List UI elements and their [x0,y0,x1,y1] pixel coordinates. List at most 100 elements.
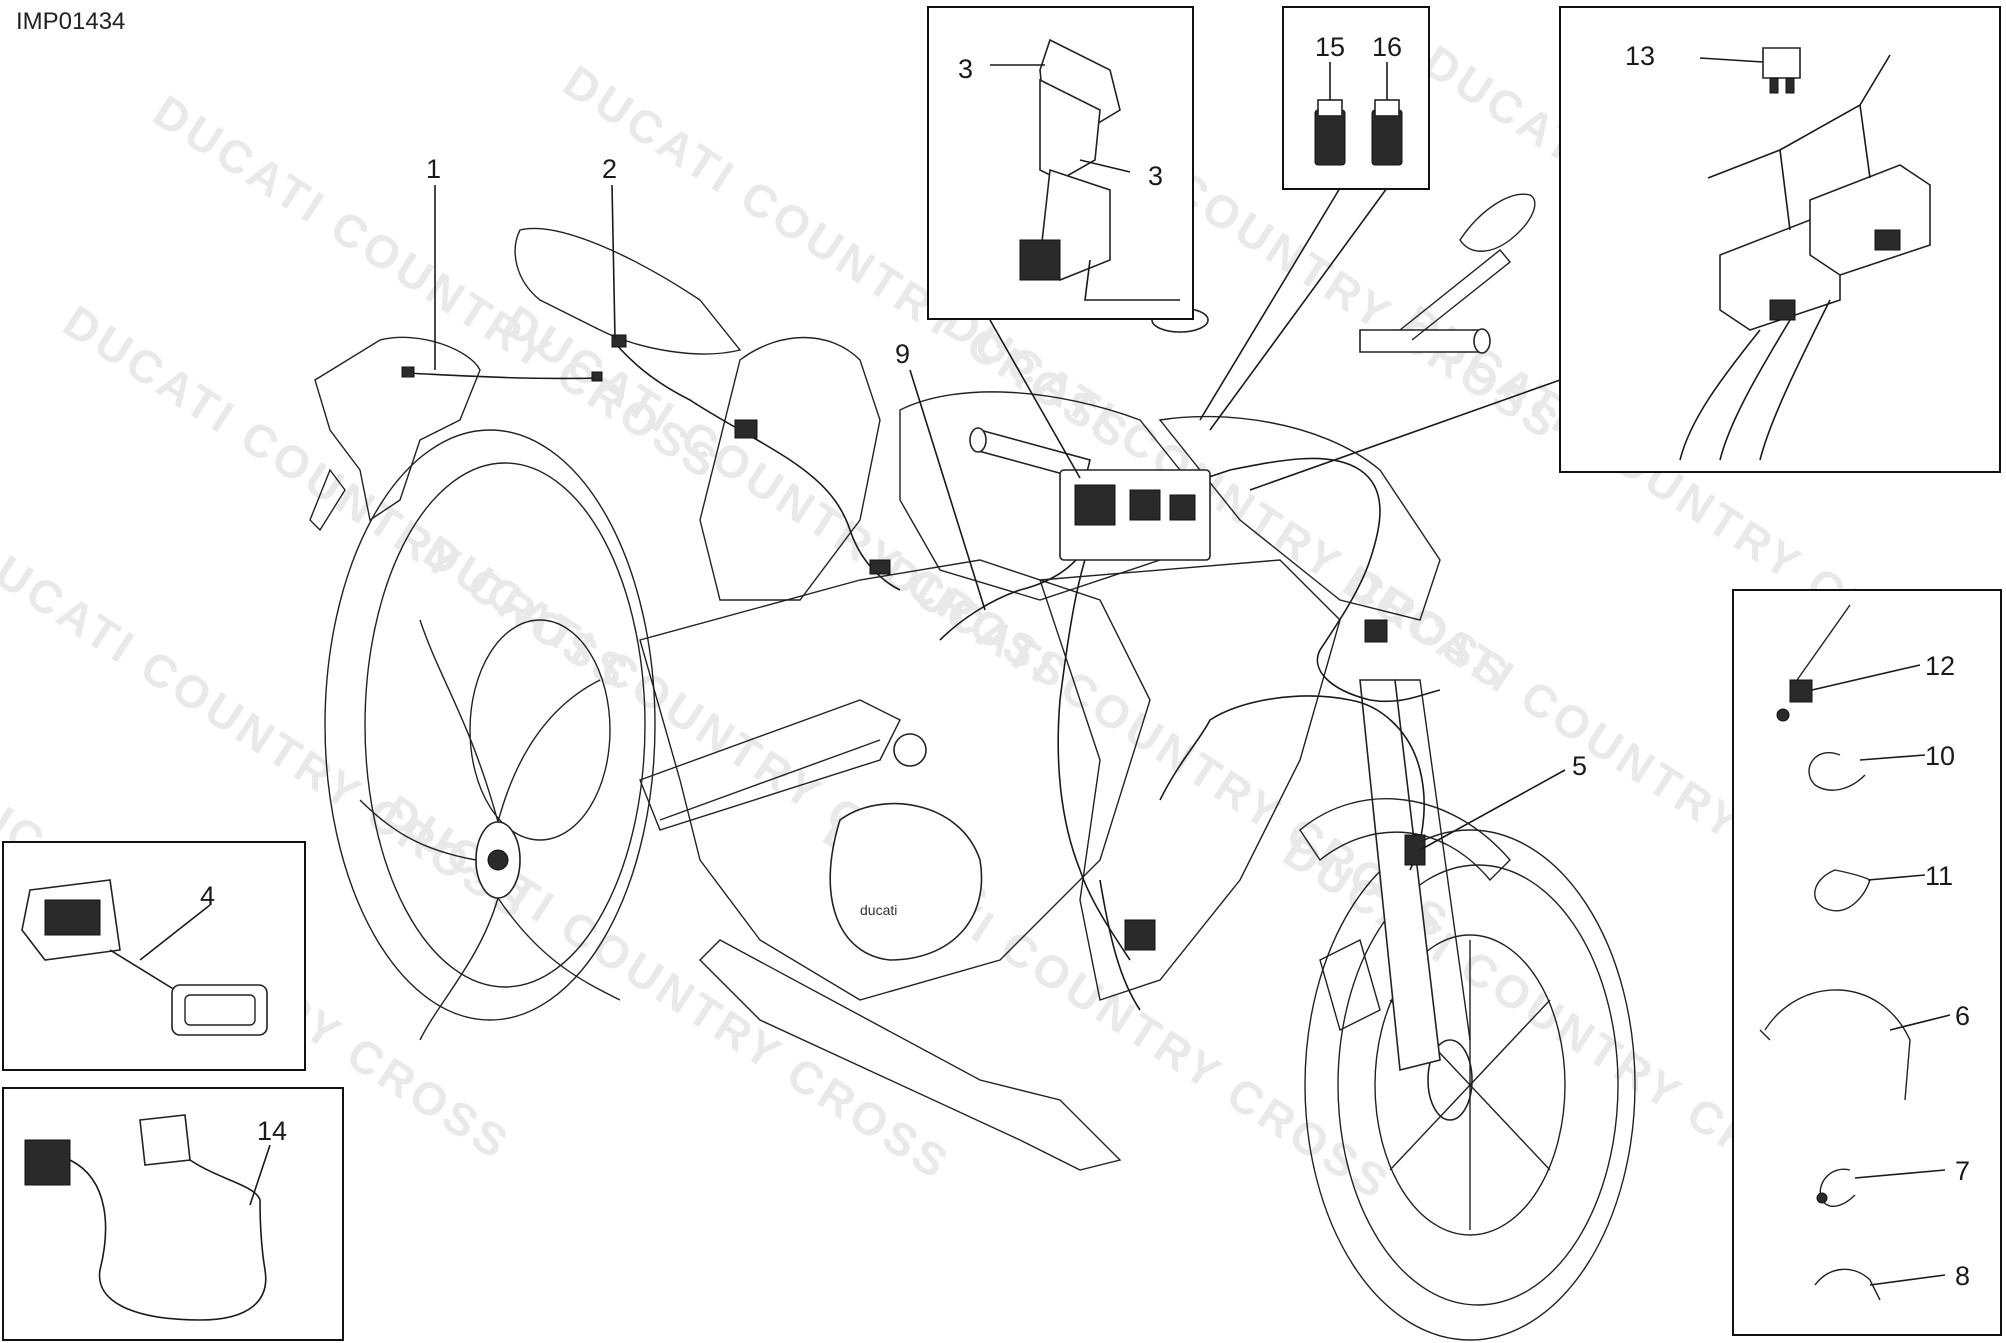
leader-11 [1867,874,1926,881]
cable-tie-12 [1789,604,1851,691]
frame-trellis [639,559,1151,1001]
fuse-box-left-connector [1769,299,1796,321]
inset-relays: 3 3 [927,6,1194,320]
callout-12: 12 [1925,651,1955,681]
fuse-box-right-connector [1874,229,1901,251]
leader-12 [1811,664,1921,691]
main-callouts: 1 2 9 5 [426,154,1587,851]
inset-part-4: 4 [2,841,306,1071]
relay-socket-connector [1019,239,1061,281]
front-fender [1299,798,1511,882]
leader-inset-relays [989,319,1081,479]
part-4-pad-inner [184,994,256,1026]
chain-guard [659,739,881,821]
strap-6 [1764,989,1911,1101]
relay-wire [1084,259,1180,301]
leader-inset-fuses-2 [1209,187,1388,431]
harness-2 [611,339,901,591]
callout-13: 13 [1625,41,1655,71]
left-grip-end [969,427,987,453]
callout-3b: 3 [1148,161,1163,191]
inset-part-14: 14 [2,1087,344,1341]
inset-leaders [989,187,1561,491]
clip-7-pin [1816,1192,1828,1204]
harness-2-connector-top [611,334,627,348]
leader-4 [139,904,211,961]
right-brake-lever [1399,249,1511,341]
inset-fuses-frame [1282,6,1430,190]
wiring-harness [401,334,1441,1011]
fuse-16-cap [1374,99,1400,117]
side-fairing [1039,559,1341,1001]
cable-tie-12-head [1789,679,1813,703]
harness-2-connector-mid [734,419,758,439]
callout-2: 2 [602,154,617,184]
part-14-cable [69,1159,267,1321]
harness-5-low [1099,879,1141,1011]
belly-pan [699,939,1122,1171]
cable-tie-12-pin [1776,708,1790,722]
front-fork-right [1395,679,1471,1041]
right-mirror [1459,193,1536,252]
front-tyre-outer [1304,829,1636,1341]
rear-disc [469,619,611,841]
leader-7 [1854,1169,1946,1179]
tail-cowl [699,336,881,601]
harness-5 [1159,695,1425,871]
callout-14: 14 [257,1116,287,1146]
front-disc [1374,934,1566,1236]
inset-fuses: 15 16 [1282,6,1430,190]
part-14-connector-right [139,1114,191,1166]
harness-2-connector-low [869,559,891,575]
swingarm [639,699,901,831]
inset-fuse-box: 13 [1559,6,2001,473]
strap-8 [1814,1268,1881,1301]
fuse-box-wires [1679,299,1831,461]
harness-1-connector-end [591,371,603,382]
front-brake-caliper [1319,938,1381,1032]
central-relay [1074,484,1116,526]
engine-case [829,802,983,961]
strap-6-hook [1759,1029,1771,1041]
callout-5: 5 [1572,751,1587,781]
leader-2 [611,184,616,339]
engine-logo: ducati [860,902,897,918]
callout-4: 4 [200,881,215,911]
relay-lower [1039,78,1101,181]
clip-10 [1808,752,1866,791]
fuse-box-leader-lines [1707,54,1891,231]
harness-front-right-connector [1364,619,1388,643]
callout-16: 16 [1372,32,1402,62]
central-relay-2 [1129,489,1161,521]
spare-fuse-13-tab2 [1785,77,1795,94]
leader-6 [1889,1014,1951,1031]
image-code: IMP01434 [16,8,126,35]
rear-tyre-inner [364,462,646,988]
part-4-pad [171,984,268,1036]
inset-clips: 12 10 11 6 7 8 [1732,589,2002,1336]
leader-5 [1419,769,1566,851]
harness-1-connector [401,366,415,378]
motorcycle-drawing: ducati [309,193,1636,1341]
leader-3b [1079,159,1131,173]
callout-7: 7 [1955,1156,1970,1186]
plate-bracket [309,468,346,532]
leader-10 [1859,754,1926,761]
callout-1: 1 [426,154,441,184]
rear-wheel-spokes [359,619,621,1041]
front-fork [1359,679,1441,1072]
clip-11 [1814,869,1871,912]
fuse-15-cap [1317,99,1343,117]
fuse-16 [1371,109,1403,166]
plate-holder [314,336,481,522]
rear-hub-bolt [487,849,509,871]
harness-1 [404,372,601,380]
callout-3a: 3 [958,54,973,84]
right-grip-end [1473,328,1491,354]
front-tyre-inner [1337,864,1619,1306]
callout-11: 11 [1925,861,1953,891]
leader-14 [249,1144,271,1206]
rear-tyre-outer [324,429,656,1021]
central-connector [1169,494,1196,521]
